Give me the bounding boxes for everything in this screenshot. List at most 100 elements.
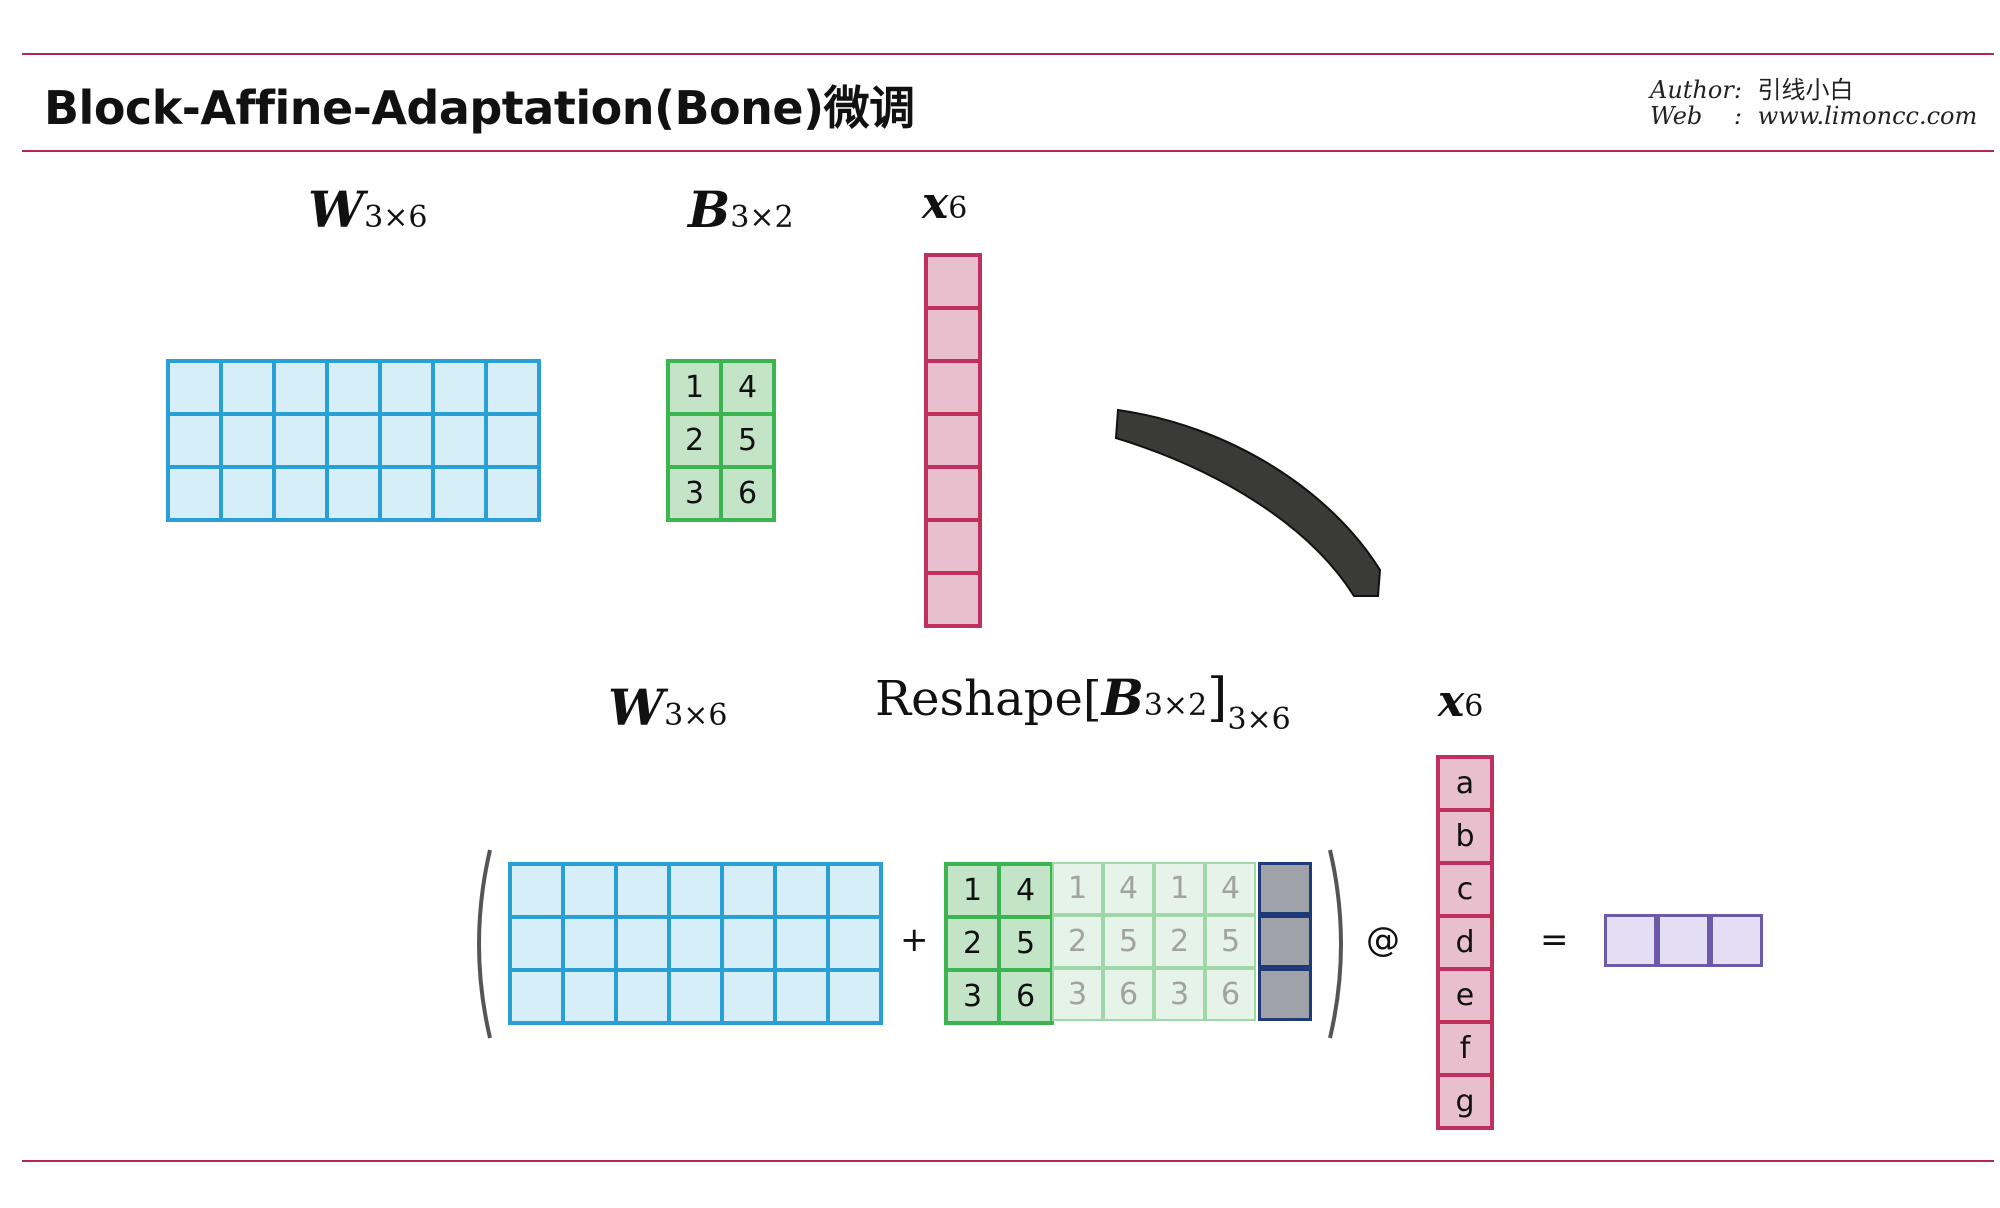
header-bottom-rule: [22, 150, 1994, 152]
at-sign: @: [1366, 920, 1400, 960]
top-w-matrix: [166, 359, 541, 522]
w-cell: [510, 864, 563, 917]
b-cell: 3: [946, 970, 999, 1023]
b-repeat-cell: 1: [1052, 862, 1103, 915]
author-sep: :: [1733, 76, 1742, 104]
w-cell: [221, 414, 274, 467]
w-cell: [722, 970, 775, 1023]
w-cell: [828, 917, 881, 970]
x-cell: f: [1438, 1022, 1492, 1075]
footer-rule: [22, 1160, 1994, 1162]
w-cell: [775, 864, 828, 917]
w-cell: [380, 361, 433, 414]
b-cell: 6: [721, 467, 774, 520]
pad-cell: [1258, 862, 1312, 915]
w-cell: [510, 970, 563, 1023]
w-cell: [510, 917, 563, 970]
b-cell: 1: [946, 864, 999, 917]
b-repeat-cell: 3: [1154, 968, 1205, 1021]
w-cell: [563, 864, 616, 917]
b-repeat-cell: 2: [1154, 915, 1205, 968]
plus-sign: +: [900, 920, 929, 960]
b-repeat-cell: 3: [1052, 968, 1103, 1021]
w-cell: [722, 864, 775, 917]
w-cell: [486, 361, 539, 414]
bottom-x-label: x6: [1438, 676, 1484, 727]
w-cell: [433, 467, 486, 520]
curved-arrow-icon: [1114, 408, 1382, 597]
b-repeat-cell: 5: [1205, 915, 1256, 968]
b-cell: 2: [668, 414, 721, 467]
author-line: Author: 引线小白: [1650, 70, 1854, 105]
w-cell: [168, 361, 221, 414]
right-paren: [1328, 849, 1343, 1039]
w-cell: [380, 467, 433, 520]
x-cell: [926, 520, 980, 573]
web-label: Web: [1650, 102, 1703, 130]
x-cell: [926, 414, 980, 467]
w-cell: [616, 970, 669, 1023]
equals-sign: =: [1540, 920, 1569, 960]
b-cell: 4: [999, 864, 1052, 917]
b-cell: 5: [999, 917, 1052, 970]
x-cell: c: [1438, 863, 1492, 916]
top-w-label: W3×6: [308, 180, 428, 239]
bottom-w-label: W3×6: [608, 678, 728, 737]
w-cell: [327, 414, 380, 467]
b-cell: 2: [946, 917, 999, 970]
w-cell: [274, 361, 327, 414]
w-cell: [168, 467, 221, 520]
b-cell: 3: [668, 467, 721, 520]
b-repeat-cell: 5: [1103, 915, 1154, 968]
x-cell: [926, 467, 980, 520]
x-cell: [926, 361, 980, 414]
w-cell: [669, 917, 722, 970]
x-cell: g: [1438, 1075, 1492, 1128]
w-cell: [616, 864, 669, 917]
result-cell: [1604, 914, 1657, 967]
b-repeat-cell: 4: [1103, 862, 1154, 915]
left-paren: [477, 849, 492, 1039]
w-cell: [828, 970, 881, 1023]
pad-cell: [1258, 968, 1312, 1021]
w-cell: [563, 917, 616, 970]
w-cell: [327, 361, 380, 414]
header-top-rule: [22, 53, 1994, 55]
w-cell: [669, 970, 722, 1023]
x-cell: [926, 573, 980, 626]
author-value: 引线小白: [1757, 76, 1854, 104]
result-cell: [1657, 914, 1710, 967]
x-cell: [926, 255, 980, 308]
b-cell: 5: [721, 414, 774, 467]
web-line: Web : www.limoncc.com: [1650, 102, 1977, 130]
w-cell: [669, 864, 722, 917]
x-cell: e: [1438, 969, 1492, 1022]
w-cell: [274, 414, 327, 467]
top-b-label: B3×2: [688, 180, 794, 239]
page-title: Block-Affine-Adaptation(Bone)微调: [44, 81, 915, 135]
x-cell: d: [1438, 916, 1492, 969]
w-cell: [775, 970, 828, 1023]
pad-cell: [1258, 915, 1312, 968]
w-cell: [221, 361, 274, 414]
result-cell: [1710, 914, 1763, 967]
b-repeat-cell: 1: [1154, 862, 1205, 915]
x-cell: a: [1438, 757, 1492, 810]
w-cell: [563, 970, 616, 1023]
w-cell: [168, 414, 221, 467]
w-cell: [433, 414, 486, 467]
w-cell: [274, 467, 327, 520]
w-cell: [486, 467, 539, 520]
bottom-pad-column: [1258, 862, 1312, 1021]
w-cell: [221, 467, 274, 520]
web-sep: :: [1733, 102, 1743, 130]
author-label: Author: [1650, 76, 1734, 104]
x-cell: b: [1438, 810, 1492, 863]
bottom-w-matrix: [508, 862, 883, 1025]
result-vector: [1604, 914, 1763, 967]
b-cell: 1: [668, 361, 721, 414]
w-cell: [775, 917, 828, 970]
w-cell: [486, 414, 539, 467]
b-cell: 6: [999, 970, 1052, 1023]
